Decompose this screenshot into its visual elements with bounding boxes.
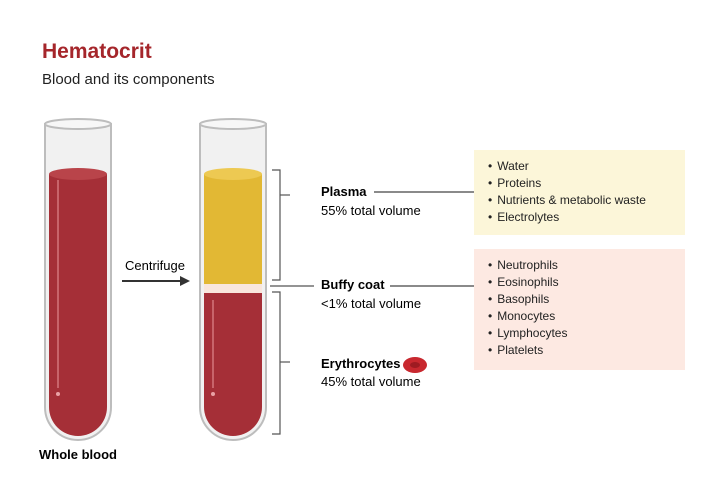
list-item: Water xyxy=(488,158,685,175)
page-title: Hematocrit xyxy=(42,40,152,63)
erythrocytes-volume: 45% total volume xyxy=(321,374,421,389)
centrifuge-label: Centrifuge xyxy=(125,258,185,273)
buffy-coat-layer xyxy=(204,284,262,293)
buffy-coat-volume: <1% total volume xyxy=(321,296,421,311)
plasma-layer xyxy=(204,174,262,284)
red-blood-cell-icon xyxy=(403,357,427,373)
whole-blood-fill xyxy=(49,174,107,436)
list-item: Monocytes xyxy=(488,308,685,325)
list-item: Neutrophils xyxy=(488,257,685,274)
page-subtitle: Blood and its components xyxy=(42,71,215,88)
plasma-components-box: Water Proteins Nutrients & metabolic was… xyxy=(474,150,685,235)
list-item: Lymphocytes xyxy=(488,325,685,342)
whole-blood-label: Whole blood xyxy=(39,447,117,462)
buffy-coat-components-box: Neutrophils Eosinophils Basophils Monocy… xyxy=(474,249,685,370)
list-item: Eosinophils xyxy=(488,274,685,291)
centrifuge-arrow-icon xyxy=(122,276,190,286)
layer-brackets xyxy=(270,169,314,435)
list-item: Proteins xyxy=(488,175,685,192)
plasma-label: Plasma xyxy=(321,184,367,199)
list-item: Nutrients & metabolic waste xyxy=(488,192,685,209)
list-item: Basophils xyxy=(488,291,685,308)
buffy-coat-label: Buffy coat xyxy=(321,277,385,292)
list-item: Electrolytes xyxy=(488,209,685,226)
erythrocytes-label: Erythrocytes xyxy=(321,356,400,371)
erythrocytes-layer xyxy=(204,293,262,436)
plasma-volume: 55% total volume xyxy=(321,203,421,218)
whole-blood-tube xyxy=(44,118,112,441)
separated-blood-tube xyxy=(199,118,267,441)
connector-lines xyxy=(374,191,474,287)
list-item: Platelets xyxy=(488,342,685,359)
